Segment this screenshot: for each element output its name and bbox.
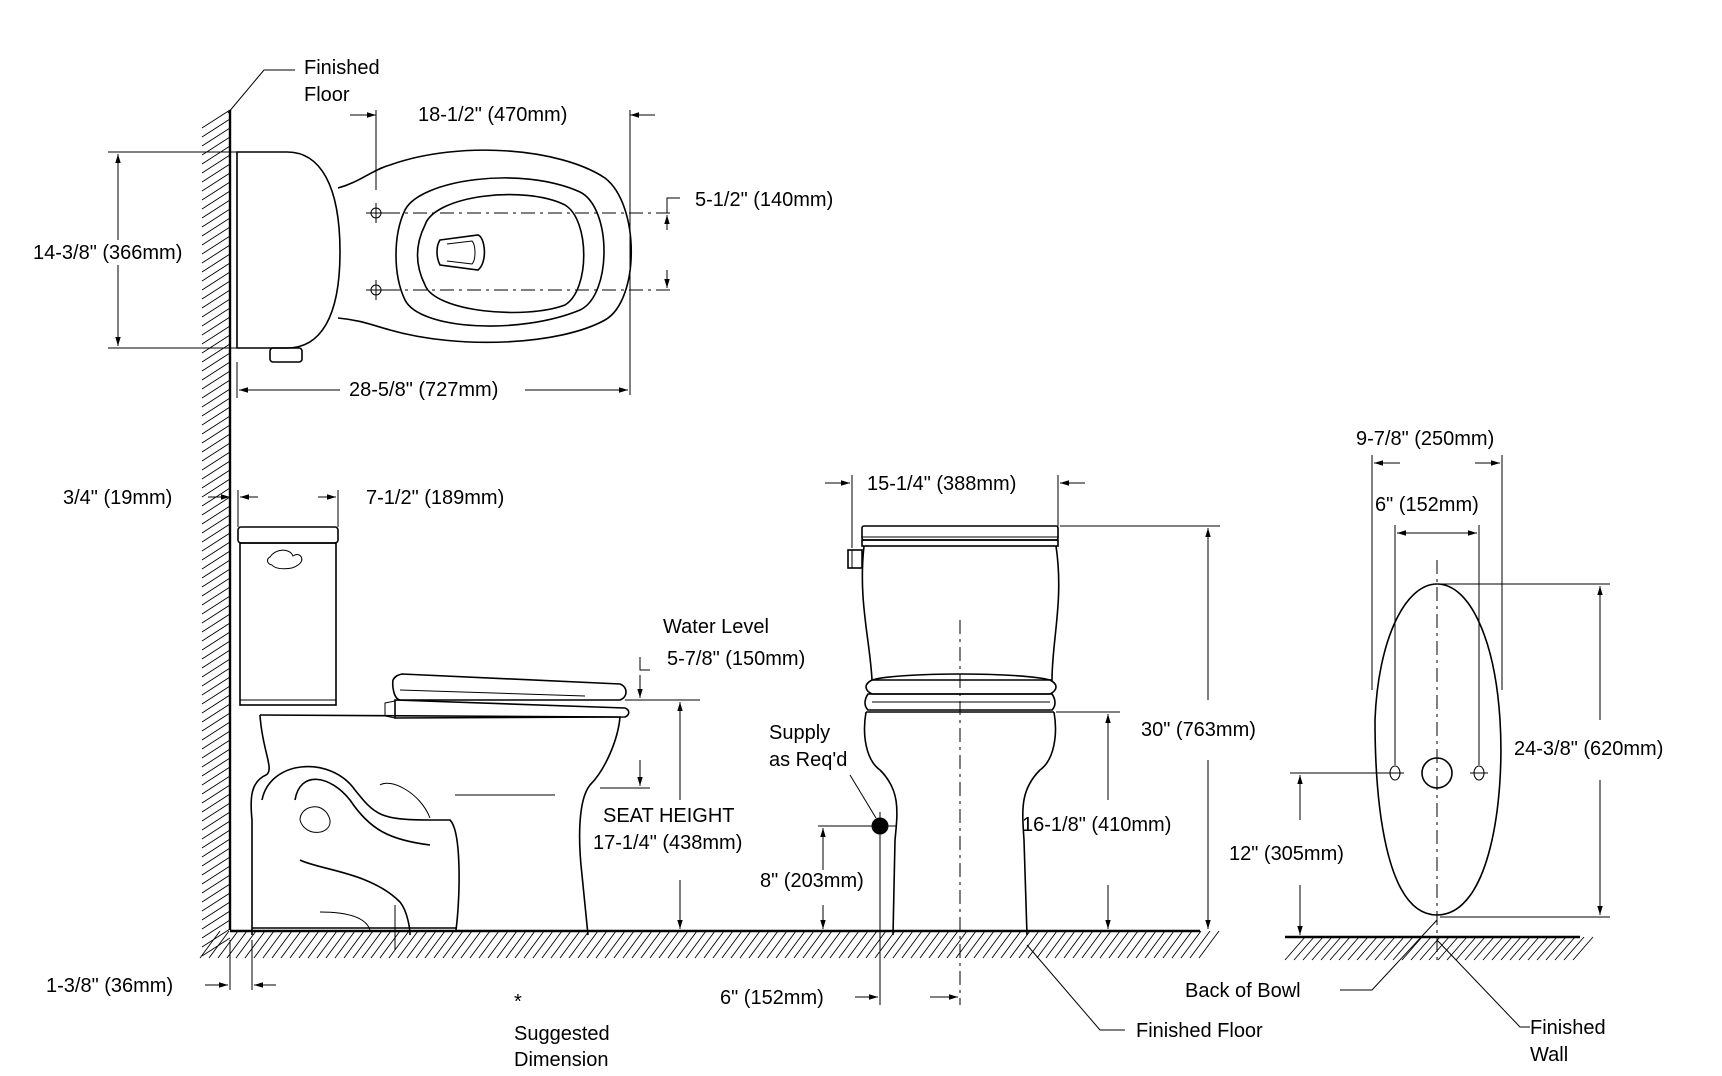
seat-height-value: 17-1/4" (438mm)	[593, 832, 742, 854]
base-width-label: 9-7/8" (250mm)	[1356, 428, 1494, 450]
rough-in-dimensions	[1290, 455, 1610, 1028]
base-offset-label: 1-3/8" (36mm)	[46, 975, 173, 997]
finished-floor-label-1: Finished	[304, 57, 380, 79]
finished-floor-hatch	[199, 929, 1220, 959]
finished-wall-hatch	[201, 109, 232, 957]
wall-gap-label: 3/4" (19mm)	[63, 487, 172, 509]
front-view	[847, 525, 1060, 1005]
rim-height-label: 16-1/8" (410mm)	[1022, 814, 1171, 836]
supply-label-1: Supply	[769, 722, 830, 744]
right-floor-hatch	[1284, 935, 1594, 961]
finished-floor-label-2: Floor	[304, 84, 350, 106]
supply-height-label: 8" (203mm)	[760, 870, 864, 892]
suggested-label-1: Suggested	[514, 1023, 610, 1045]
supply-label-2: as Req'd	[769, 749, 847, 771]
seat-height-title: SEAT HEIGHT	[603, 805, 735, 827]
bolt-width-label: 6" (152mm)	[1375, 494, 1479, 516]
back-of-bowl-label: Back of Bowl	[1185, 980, 1301, 1002]
water-level-value: 5-7/8" (150mm)	[667, 648, 805, 670]
labels: Finished Floor 18-1/2" (470mm) 5-1/2" (1…	[33, 57, 1663, 1071]
bowl-length-label: 18-1/2" (470mm)	[418, 104, 567, 126]
water-level-title: Water Level	[663, 616, 769, 638]
tank-depth-label: 7-1/2" (189mm)	[366, 487, 504, 509]
side-view	[237, 526, 630, 950]
rough-in-label: 12" (305mm)	[1229, 843, 1344, 865]
base-length-label: 24-3/8" (620mm)	[1514, 738, 1663, 760]
bolt-spacing-label: 5-1/2" (140mm)	[695, 189, 833, 211]
front-view-dimensions	[818, 475, 1220, 1031]
supply-offset-label: 6" (152mm)	[720, 987, 824, 1009]
finished-wall-label-2: Wall	[1530, 1044, 1568, 1066]
rough-in-view	[1374, 560, 1502, 965]
top-view	[236, 149, 672, 363]
front-finished-floor-label: Finished Floor	[1136, 1020, 1263, 1042]
suggested-label-2: Dimension	[514, 1049, 608, 1071]
side-view-dimensions	[205, 490, 700, 990]
overall-height-label: 30" (763mm)	[1141, 719, 1256, 741]
finished-wall-label-1: Finished	[1530, 1017, 1606, 1039]
top-view-dimensions	[108, 69, 680, 398]
overall-length-label: 28-5/8" (727mm)	[349, 379, 498, 401]
front-tank-width-label: 15-1/4" (388mm)	[867, 473, 1016, 495]
tank-width-label: 14-3/8" (366mm)	[33, 242, 182, 264]
suggested-mark: *	[514, 991, 522, 1013]
